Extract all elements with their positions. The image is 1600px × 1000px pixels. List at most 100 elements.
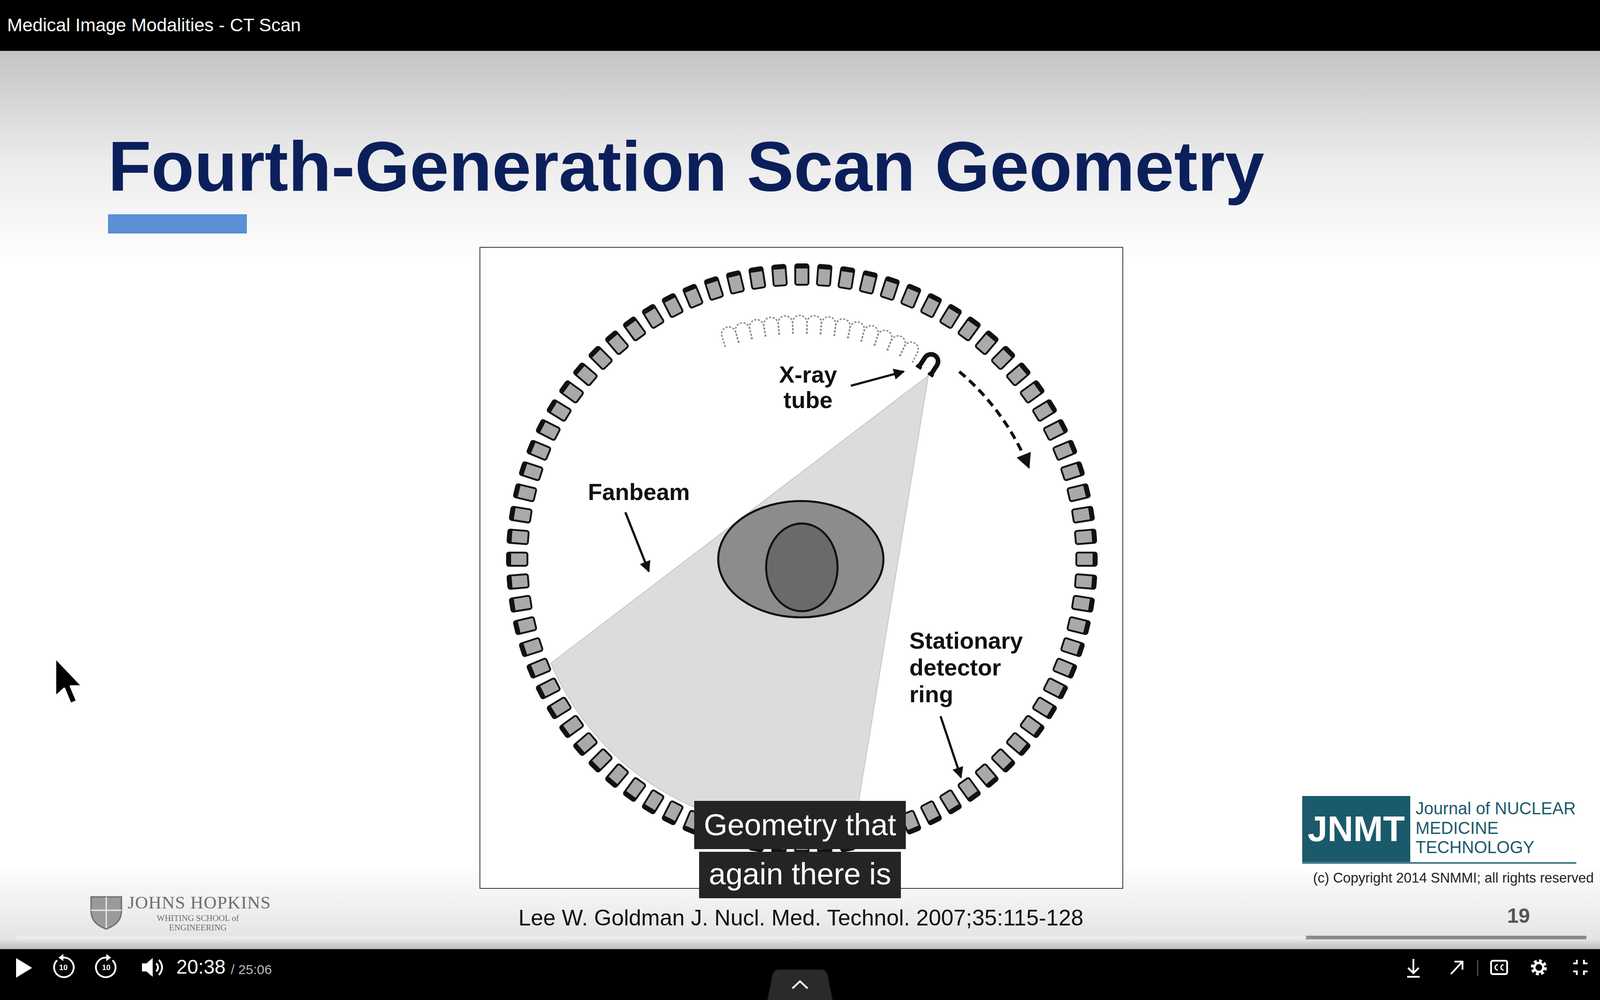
detector-element [772, 264, 788, 287]
detector-element [957, 777, 981, 802]
detector-element [1052, 440, 1077, 461]
detector-element [920, 293, 942, 318]
university-name: JOHNS HOPKINS [127, 892, 271, 913]
leader-line [940, 716, 962, 778]
title-accent-bar [108, 214, 247, 234]
skip-seconds: 10 [100, 963, 113, 972]
detector-element [507, 529, 530, 545]
detector-element [519, 637, 543, 657]
detector-element [1071, 595, 1095, 612]
window-title: Medical Image Modalities - CT Scan [7, 14, 301, 36]
detector-element [526, 658, 551, 679]
subtitle-box: again there is [699, 851, 901, 899]
rotation-arrow [959, 371, 1030, 468]
detector-element [859, 270, 878, 294]
detector-element [623, 316, 646, 342]
detector-element [704, 276, 724, 301]
tube-ghost [792, 315, 807, 334]
detector-element [939, 304, 962, 329]
fan-beam [550, 375, 929, 830]
mouse-cursor [52, 656, 89, 710]
detector-element [1076, 552, 1097, 567]
detector-element [536, 419, 561, 441]
detector-element [991, 345, 1015, 370]
detector-element [1075, 574, 1097, 589]
tube-ghost [777, 315, 794, 335]
xray-tube [916, 350, 944, 377]
detector-element [1066, 483, 1090, 502]
school-name: WHITING SCHOOL of ENGINEERING [155, 913, 241, 933]
detector-element [605, 763, 629, 788]
detector-ring [507, 264, 1097, 855]
tube-ghost [847, 320, 866, 342]
tube-ghost [806, 315, 822, 335]
detector-element [1060, 637, 1085, 657]
detector-element [1060, 461, 1085, 481]
tube-ghost [762, 316, 780, 337]
detector-element [1043, 419, 1068, 441]
slide-title: Fourth-Generation Scan Geometry [108, 130, 1265, 202]
detector-element [1006, 732, 1031, 756]
detector-element [920, 800, 942, 825]
detector-element [605, 330, 629, 355]
detector-element [1020, 380, 1045, 404]
detector-element [509, 506, 532, 523]
callout-label: X-ray tube [770, 362, 846, 413]
detector-element [957, 316, 981, 342]
tube-ghost [820, 316, 837, 336]
detector-element [816, 264, 832, 287]
subtitle-box: Geometry that [694, 800, 907, 850]
detector-element [939, 789, 962, 814]
tube-ghost [861, 324, 881, 346]
university-crest [88, 894, 125, 931]
detector-element [795, 264, 809, 285]
tube-ghost [748, 318, 766, 339]
detector-element [880, 276, 900, 301]
tube-ghost [874, 328, 894, 351]
detector-element [975, 763, 999, 788]
tube-ghost [887, 333, 908, 357]
detector-element [623, 777, 646, 802]
detector-element [1020, 715, 1045, 738]
detector-element [1043, 677, 1068, 699]
callout-label: Fanbeam [587, 479, 690, 505]
detector-element [546, 696, 571, 719]
detector-element [838, 266, 855, 290]
detector-element [573, 732, 598, 756]
tube-ghost [899, 339, 921, 363]
detector-element [1032, 696, 1057, 719]
leader-line [850, 371, 905, 386]
tube-ghost [833, 317, 852, 339]
detector-element [662, 800, 684, 825]
callout-label: Stationary detector ring [909, 627, 1030, 708]
detector-element [683, 284, 704, 309]
journal-logo: JNMT [1302, 795, 1411, 863]
detector-element [519, 461, 543, 481]
detector-element [1006, 362, 1031, 386]
detector-element [513, 616, 537, 635]
total-time: / 25:06 [230, 961, 272, 978]
detector-element [559, 715, 584, 738]
detector-element [588, 748, 613, 773]
detector-element [513, 483, 537, 502]
ct-illustration [479, 246, 1124, 889]
patient-body [718, 500, 884, 618]
detector-element [573, 362, 598, 386]
detector-element [588, 345, 613, 370]
detector-element [900, 284, 921, 309]
detector-element [726, 270, 745, 294]
detector-element [1071, 506, 1095, 523]
detector-element [1032, 399, 1057, 422]
detector-element [641, 304, 664, 329]
detector-element [507, 552, 528, 567]
detector-element [641, 789, 664, 814]
node-text: Geometry that [704, 804, 897, 846]
journal-name: Journal of NUCLEAR MEDICINE TECHNOLOGY [1415, 799, 1586, 858]
slide-number: 19 [1507, 904, 1530, 928]
skip-seconds: 10 [57, 963, 70, 972]
detector-element [546, 399, 571, 422]
patient-organ [766, 523, 838, 612]
leader-line [625, 512, 650, 572]
detector-element [507, 574, 530, 589]
detector-element [536, 677, 561, 699]
